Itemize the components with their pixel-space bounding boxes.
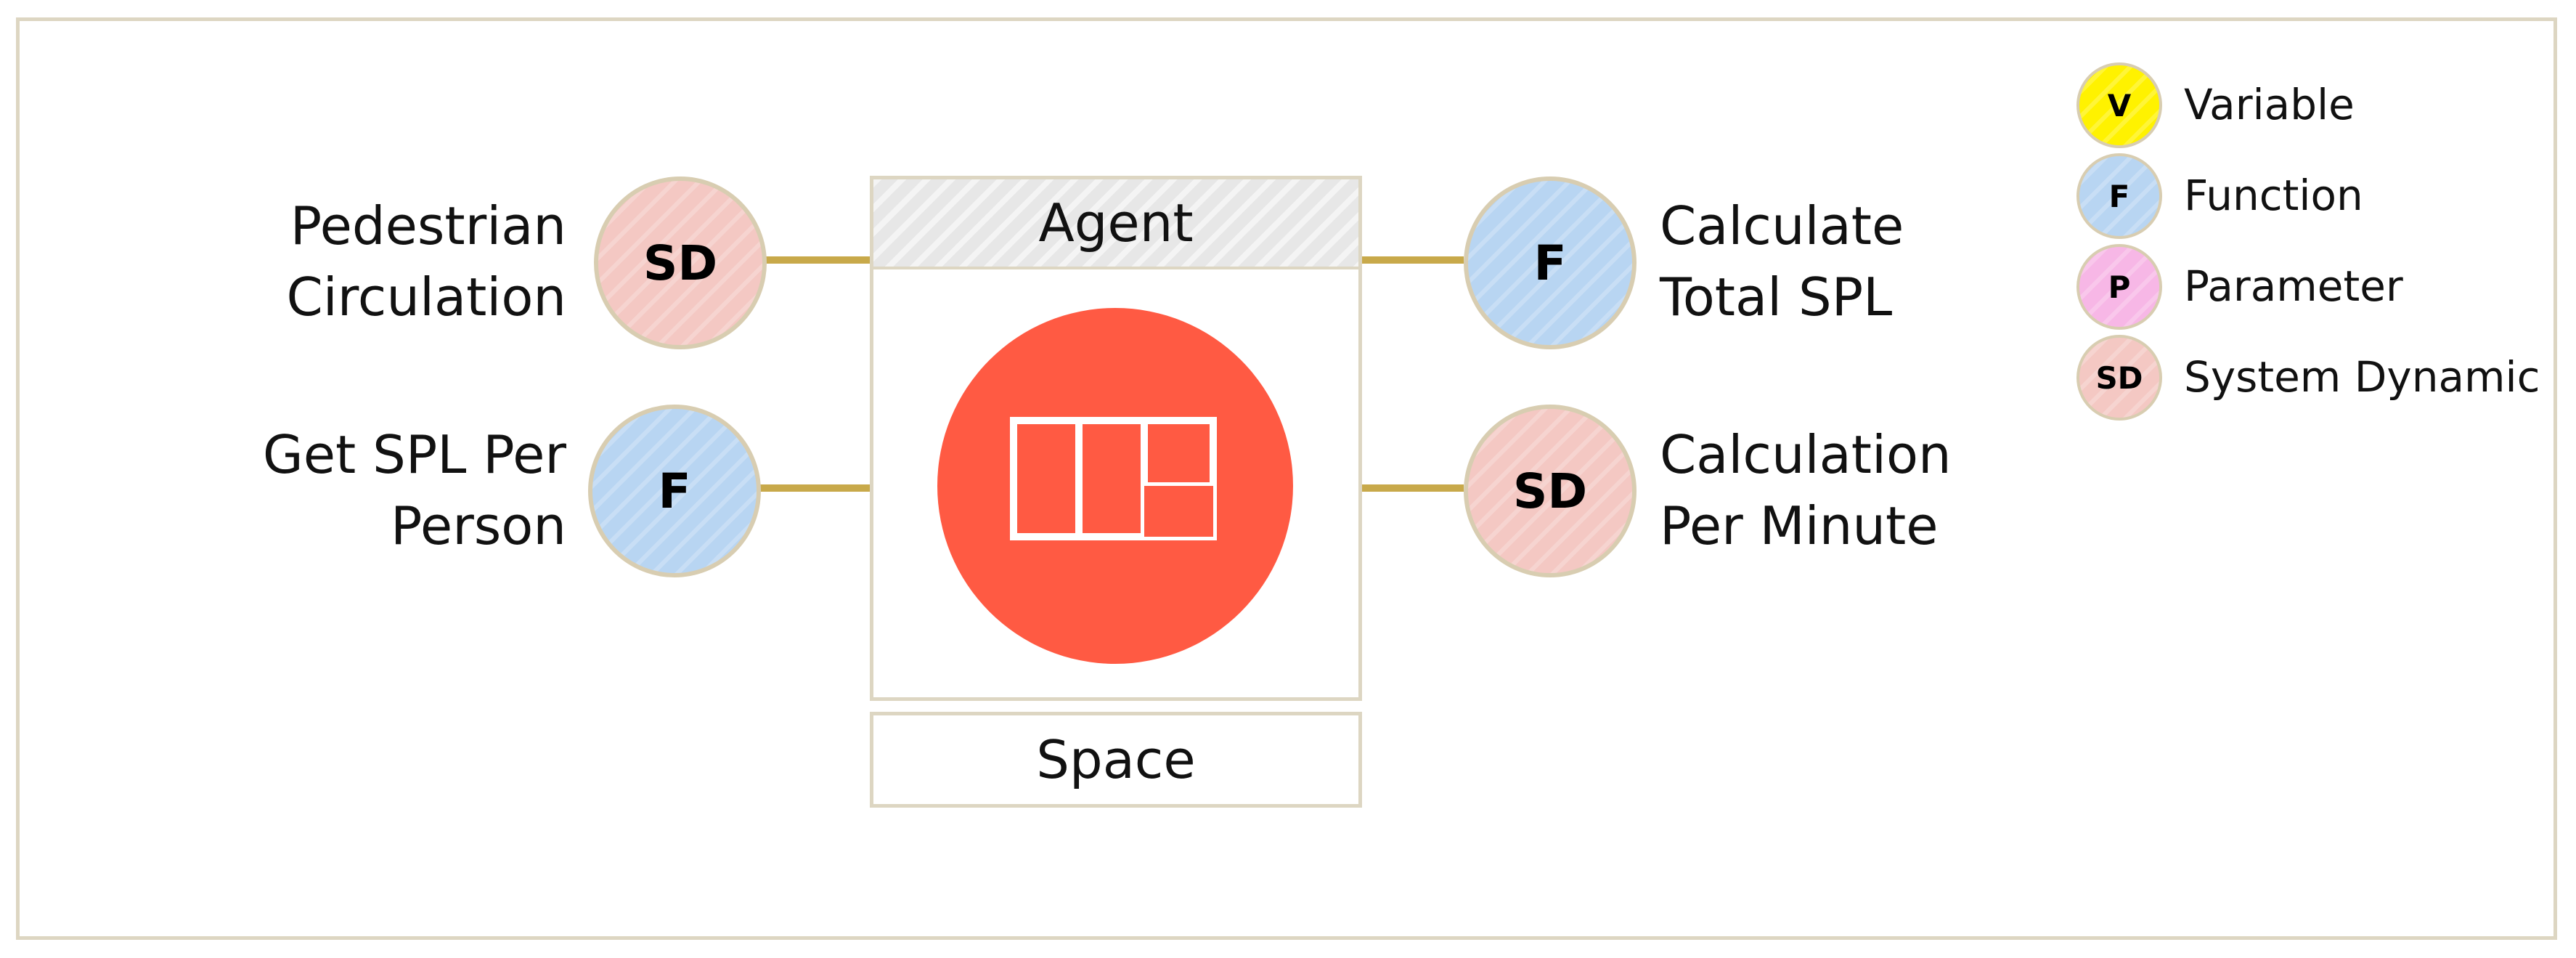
connector-calculation-per-minute — [1362, 484, 1464, 492]
get-spl-per-person-line2: Person — [391, 495, 566, 556]
legend-variable-icon: V — [2076, 62, 2162, 148]
agent-header: Agent — [873, 179, 1358, 269]
floor-plan-svg — [1010, 417, 1217, 540]
calculate-total-spl-line1: Calculate — [1660, 195, 1904, 256]
legend-variable-label: Variable — [2184, 80, 2355, 129]
pedestrian-circulation-node: SD — [594, 176, 767, 349]
get-spl-per-person-node: F — [588, 405, 761, 577]
connector-pedestrian-circulation — [761, 256, 870, 264]
legend-parameter-icon: P — [2076, 244, 2162, 330]
get-spl-per-person-label: Get SPL Per Person — [189, 419, 566, 561]
calculation-per-minute-line2: Per Minute — [1660, 495, 1939, 556]
legend-system-dynamic-icon: SD — [2076, 335, 2162, 421]
calculate-total-spl-line2: Total SPL — [1660, 267, 1893, 328]
legend-function-label: Function — [2184, 171, 2363, 220]
connector-get-spl-per-person — [753, 484, 870, 492]
calculation-per-minute-node: SD — [1464, 405, 1637, 577]
pedestrian-circulation-line2: Circulation — [286, 267, 566, 328]
connector-calculate-total-spl — [1362, 256, 1464, 264]
calculate-total-spl-node: F — [1464, 176, 1637, 349]
pedestrian-circulation-line1: Pedestrian — [290, 195, 566, 256]
floor-plan-icon — [937, 308, 1293, 664]
calculation-per-minute-label: Calculation Per Minute — [1660, 419, 2037, 561]
legend-parameter-label: Parameter — [2184, 261, 2403, 311]
calculation-per-minute-line1: Calculation — [1660, 424, 1952, 485]
legend-function-icon: F — [2076, 153, 2162, 239]
pedestrian-circulation-label: Pedestrian Circulation — [189, 190, 566, 333]
legend-system-dynamic-label: System Dynamic — [2184, 352, 2540, 402]
space-box: Space — [870, 712, 1362, 808]
calculate-total-spl-label: Calculate Total SPL — [1660, 190, 2037, 333]
get-spl-per-person-line1: Get SPL Per — [262, 424, 566, 485]
